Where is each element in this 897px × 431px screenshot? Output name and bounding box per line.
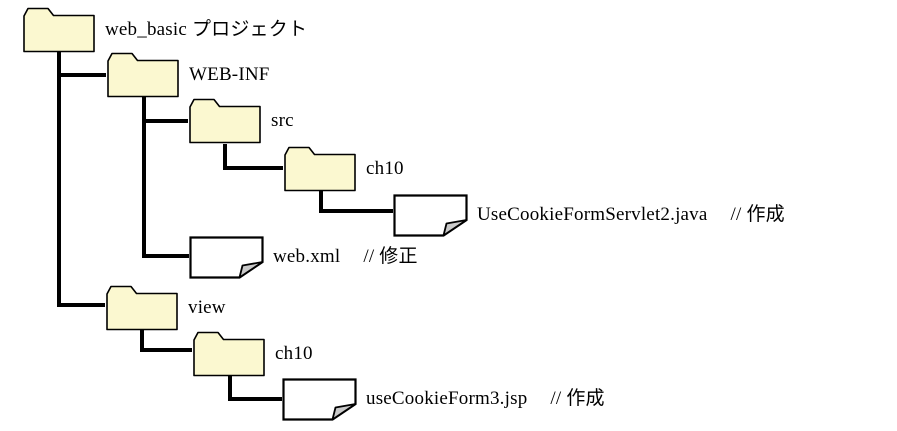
document-icon (393, 194, 468, 237)
folder-icon (189, 98, 261, 144)
tree-node-web-xml: web.xml // 修正 (189, 236, 418, 279)
connector-src-to-ch10 (223, 144, 283, 170)
node-label-web-inf: WEB-INF (189, 63, 270, 85)
tree-node-web-basic: web_basic プロジェクト (22, 7, 307, 53)
tree-node-ch10-src: ch10 (283, 146, 404, 192)
tree-node-jsp-file: useCookieForm3.jsp // 作成 (282, 378, 605, 421)
folder-icon (106, 285, 178, 331)
tree-node-ch10-view: ch10 (192, 331, 313, 377)
tree-node-view: view (105, 285, 226, 331)
connector-ch10-to-jsp-file (228, 376, 282, 401)
node-annotation-jsp-file: // 作成 (550, 388, 605, 410)
folder-icon (284, 146, 356, 192)
node-label-ch10-src: ch10 (366, 157, 404, 179)
node-annotation-servlet-file: // 作成 (730, 204, 785, 226)
node-label-jsp-file: useCookieForm3.jsp (366, 388, 528, 410)
node-label-web-xml: web.xml (273, 246, 341, 268)
node-label-src: src (271, 109, 294, 131)
folder-icon (107, 52, 179, 98)
folder-icon (23, 7, 95, 53)
tree-node-web-inf: WEB-INF (106, 52, 270, 98)
node-label-ch10-view: ch10 (275, 342, 313, 364)
node-annotation-web-xml: // 修正 (363, 246, 418, 268)
node-label-web-basic: web_basic プロジェクト (105, 18, 308, 40)
tree-node-servlet-file: UseCookieFormServlet2.java // 作成 (393, 194, 785, 237)
connector-webinf-trunk-to-webxml (142, 97, 189, 258)
connector-ch10-to-servlet-file (319, 191, 393, 213)
connector-root-trunk-to-view (57, 52, 105, 307)
tree-node-src: src (188, 98, 294, 144)
connector-view-to-ch10 (140, 330, 192, 352)
document-icon (282, 378, 357, 421)
node-label-servlet-file: UseCookieFormServlet2.java (477, 204, 708, 226)
node-label-view: view (188, 296, 226, 318)
folder-icon (193, 331, 265, 377)
document-icon (189, 236, 264, 279)
